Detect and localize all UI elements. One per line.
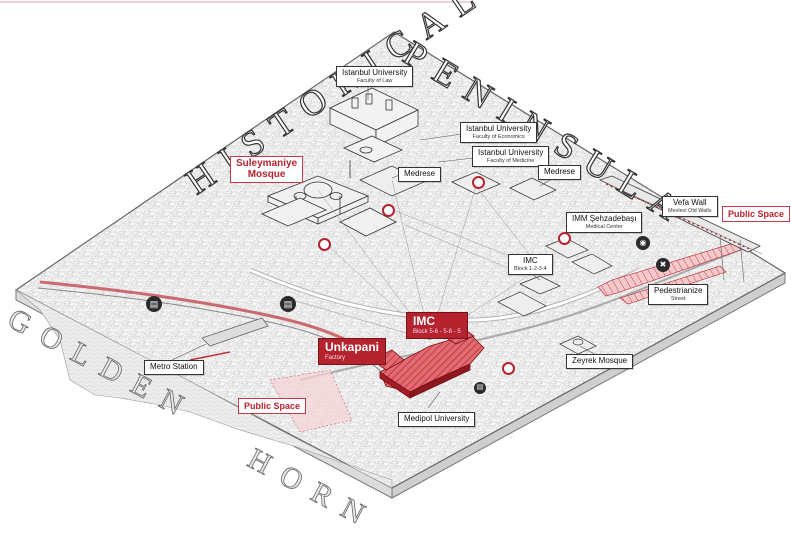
label-imm-sehzadebasi: IMM Şehzadebaşı Medical Center: [566, 212, 643, 233]
label-zeyrek-mosque: Zeyrek Mosque: [566, 354, 634, 369]
label-metro-station: Metro Station: [144, 360, 204, 375]
label-public-space-right: Public Space: [722, 206, 791, 222]
transit-icon[interactable]: ▤: [474, 382, 486, 394]
pin-icon[interactable]: [558, 232, 571, 245]
label-suleymaniye-mosque: Suleymaniye Mosque: [230, 156, 304, 183]
label-imc-blocks-1-4: IMC Block 1-2-3-4: [508, 254, 553, 275]
pin-icon[interactable]: [382, 204, 395, 217]
label-univ-law: Istanbul University Faculty of Law: [336, 66, 414, 87]
label-univ-economics: Istanbul University Faculty of Economics: [460, 122, 538, 143]
pin-icon[interactable]: [472, 176, 485, 189]
camera-icon[interactable]: ◉: [636, 236, 650, 250]
pin-icon[interactable]: [502, 362, 515, 375]
label-medipol-university: Medipol University: [398, 412, 476, 427]
label-medrese-2: Medrese: [538, 165, 582, 180]
label-imc-main: IMC Block 5-6 - 5-8 - 5: [406, 312, 468, 339]
label-univ-medicine: Istanbul University Faculty of Medicine: [472, 146, 550, 167]
metro-icon[interactable]: ▤: [280, 296, 296, 312]
label-medrese-1: Medrese: [398, 167, 442, 182]
pin-icon[interactable]: [318, 238, 331, 251]
metro-icon[interactable]: ▤: [146, 296, 162, 312]
label-vefa-wall: Vefa Wall Mevlevi Old Walls: [662, 196, 718, 217]
transit-icon[interactable]: ✖: [656, 258, 670, 272]
label-unkapani-factory: Unkapani Factory: [318, 338, 387, 365]
isometric-map: [0, 1, 787, 499]
label-pedestrianize-street: Pedestrianize Street: [648, 284, 709, 305]
label-public-space-left: Public Space: [238, 398, 307, 414]
